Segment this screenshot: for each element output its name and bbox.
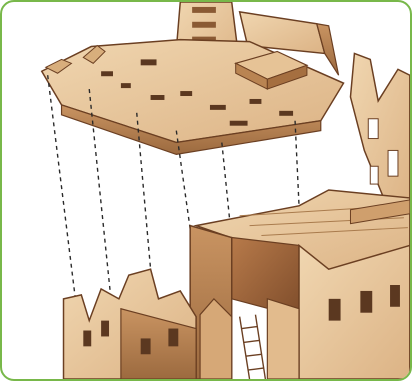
side-frame — [350, 53, 409, 213]
floating-platform — [42, 40, 344, 155]
ladder — [240, 315, 266, 379]
wooden-model-illustration — [2, 2, 410, 379]
